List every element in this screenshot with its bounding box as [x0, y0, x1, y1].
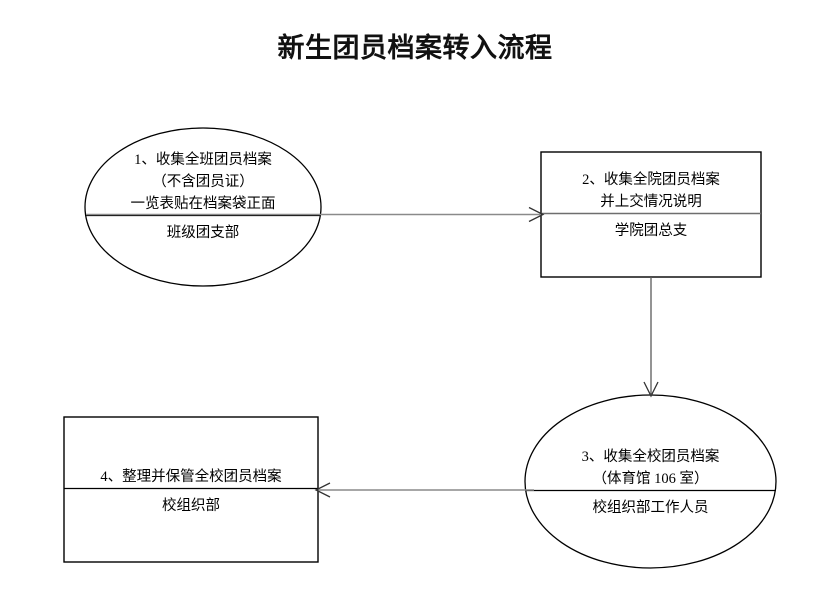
node-3-upper-line-1: 3、收集全校团员档案 — [581, 449, 720, 465]
node-1-class-branch[interactable]: 1、收集全班团员档案 （不含团员证） 一览表贴在档案袋正面 班级团支部 — [85, 128, 321, 286]
node-2-upper-line-1: 2、收集全院团员档案 — [582, 172, 720, 188]
node-3-upper-text: 3、收集全校团员档案 （体育馆 106 室） — [525, 395, 776, 492]
node-1-owner: 班级团支部 — [166, 225, 240, 241]
edge-node2-to-node3 — [643, 277, 659, 398]
edge-node3-to-node4 — [314, 482, 534, 498]
node-4-upper-line-1: 4、整理并保管全校团员档案 — [100, 469, 282, 485]
node-1-upper-line-1: 1、收集全班团员档案 — [134, 152, 272, 168]
node-4-lower-text: 校组织部 — [64, 489, 318, 568]
node-3-upper-line-2: （体育馆 106 室） — [592, 471, 709, 487]
node-1-upper-text: 1、收集全班团员档案 （不含团员证） 一览表贴在档案袋正面 — [85, 128, 321, 217]
node-3-lower-text: 校组织部工作人员 — [525, 491, 776, 574]
page-title: 新生团员档案转入流程 — [277, 33, 553, 64]
node-1-lower-text: 班级团支部 — [85, 216, 321, 292]
node-2-upper-text: 2、收集全院团员档案 并上交情况说明 — [541, 152, 761, 215]
node-4-archive-storage[interactable]: 4、整理并保管全校团员档案 校组织部 — [64, 417, 318, 562]
node-1-upper-line-3: 一览表贴在档案袋正面 — [130, 196, 276, 212]
node-2-owner: 学院团总支 — [614, 223, 688, 239]
node-3-school-collect[interactable]: 3、收集全校团员档案 （体育馆 106 室） 校组织部工作人员 — [525, 395, 776, 568]
node-3-owner: 校组织部工作人员 — [592, 500, 709, 516]
node-2-lower-text: 学院团总支 — [541, 214, 761, 283]
node-2-college-league[interactable]: 2、收集全院团员档案 并上交情况说明 学院团总支 — [541, 152, 761, 277]
node-4-upper-text: 4、整理并保管全校团员档案 — [64, 417, 318, 490]
node-4-owner: 校组织部 — [162, 498, 220, 514]
node-1-upper-line-2: （不含团员证） — [152, 174, 254, 190]
node-2-upper-line-2: 并上交情况说明 — [600, 194, 702, 210]
